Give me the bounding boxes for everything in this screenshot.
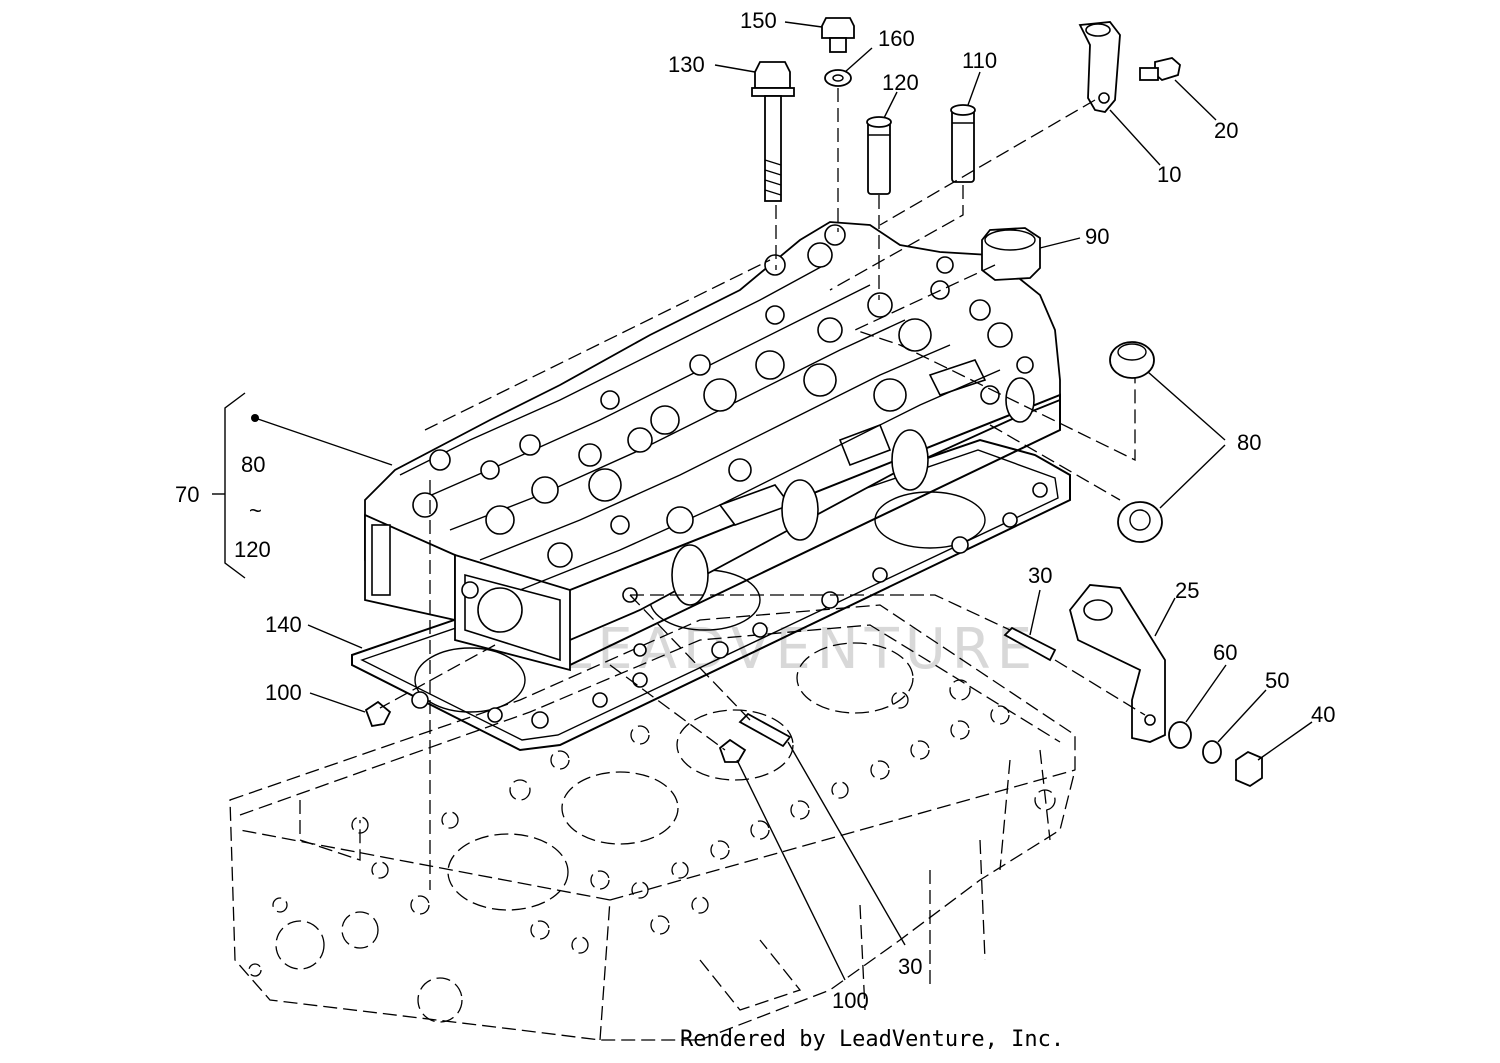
- hanger-bolt: [1139, 57, 1181, 82]
- stud-lower: [738, 712, 792, 748]
- label-30-top: 30: [1028, 563, 1052, 588]
- nut-40: [1235, 750, 1263, 788]
- group-bracket: [224, 392, 246, 579]
- bracket: [1069, 584, 1166, 743]
- lock-washer-50: [1202, 740, 1222, 764]
- label-90: 90: [1085, 224, 1109, 249]
- label-160: 160: [878, 26, 915, 51]
- label-20: 20: [1214, 118, 1238, 143]
- label-80-right: 80: [1237, 430, 1261, 455]
- label-70: 70: [175, 482, 199, 507]
- label-100-left: 100: [265, 680, 302, 705]
- watermark: LEADVENTURE: [560, 617, 1038, 682]
- label-50: 50: [1265, 668, 1289, 693]
- credit-text: Rendered by LeadVenture, Inc.: [680, 1027, 1064, 1052]
- cylinder-head: [364, 221, 1061, 672]
- plug-cap: [981, 227, 1041, 281]
- label-10: 10: [1157, 162, 1181, 187]
- leader-lines: [212, 21, 1313, 981]
- label-120-top: 120: [882, 70, 919, 95]
- dowel-left: [364, 700, 392, 728]
- label-tilde: ~: [249, 498, 262, 523]
- engine-block: [229, 604, 1076, 1041]
- label-25: 25: [1175, 578, 1199, 603]
- callout-labels: 150 160 130 120 110 20 10 90 80 70 80 ~ …: [175, 8, 1335, 1013]
- label-120-bracket: 120: [234, 537, 271, 562]
- label-130: 130: [668, 52, 705, 77]
- alignment-lines: [379, 88, 1146, 890]
- engine-hanger: [1078, 21, 1121, 113]
- seal-lower: [1117, 501, 1163, 543]
- valve-guide-110: [950, 104, 976, 183]
- label-30-bottom: 30: [898, 954, 922, 979]
- valve-guide-120: [866, 116, 892, 195]
- dowel-right: [718, 738, 747, 763]
- group-dot: [251, 414, 259, 422]
- label-80-bracket: 80: [241, 452, 265, 477]
- washer-60: [1168, 721, 1192, 749]
- washer: [824, 69, 852, 87]
- label-110: 110: [962, 48, 997, 73]
- label-40: 40: [1311, 702, 1335, 727]
- plug: [821, 17, 855, 53]
- label-60: 60: [1213, 640, 1237, 665]
- label-150: 150: [740, 8, 777, 33]
- label-140: 140: [265, 612, 302, 637]
- head-bolt: [751, 61, 795, 202]
- label-100-bottom: 100: [832, 988, 869, 1013]
- seal-upper: [1109, 341, 1155, 379]
